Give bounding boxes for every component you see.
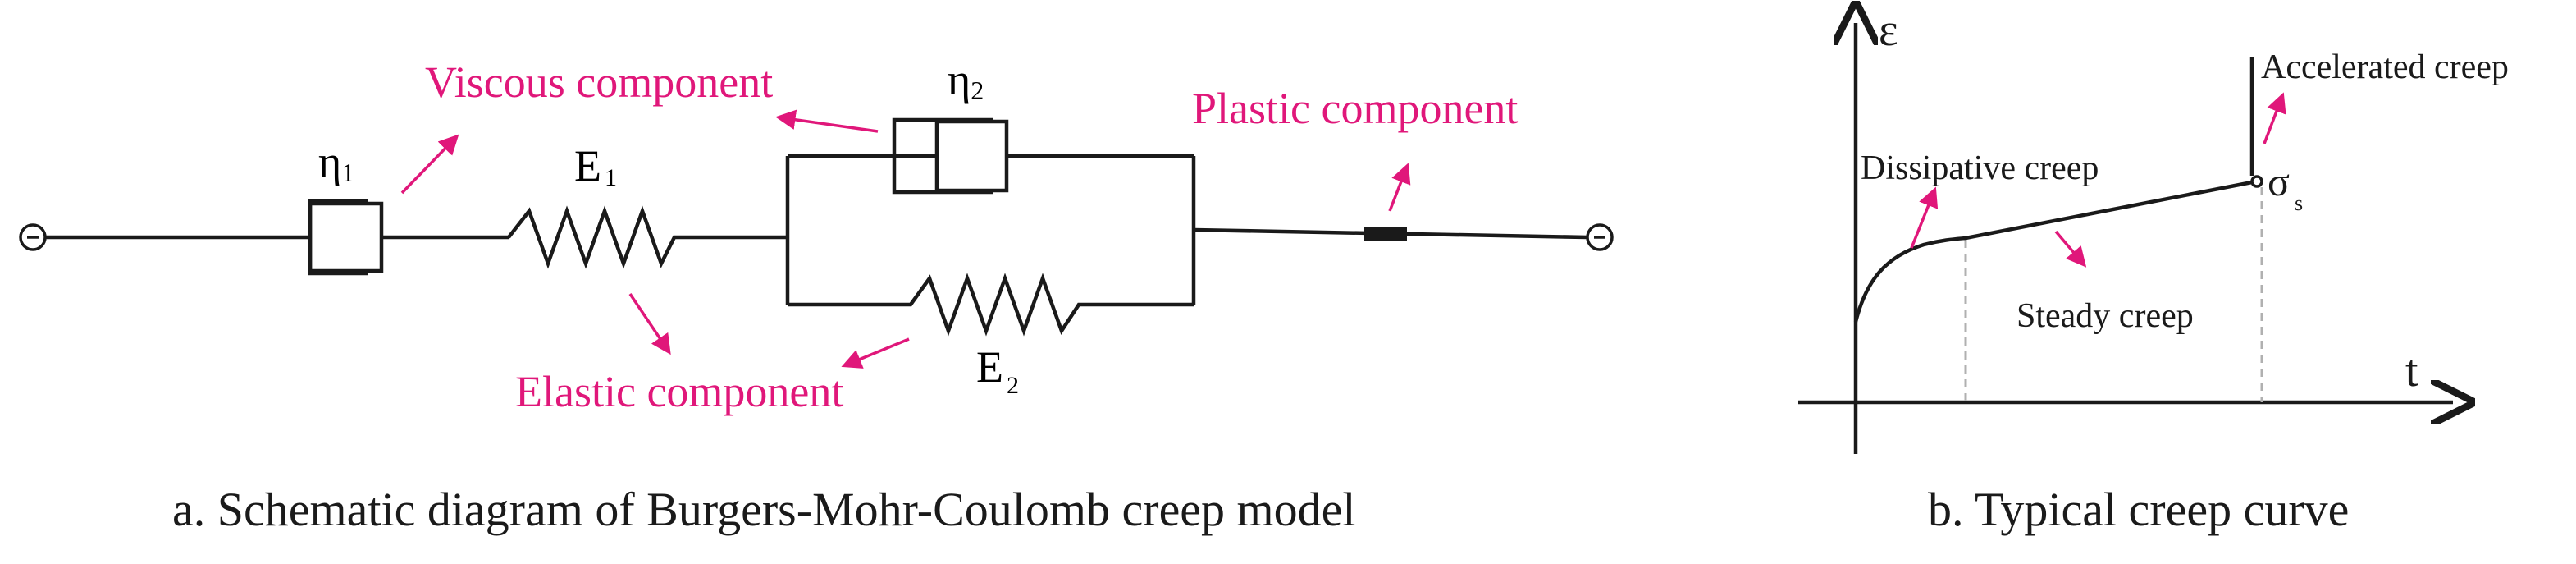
viscous-arrow-1: [400, 134, 459, 195]
accelerated-label: Accelerated creep: [2261, 48, 2509, 86]
caption-a: a. Schematic diagram of Burgers-Mohr-Cou…: [172, 483, 1356, 536]
plastic-label: Plastic component: [1192, 84, 1518, 133]
yield-point: [2250, 175, 2263, 188]
viscous-arrow-2: [775, 109, 879, 133]
accelerated-arrow: [2263, 92, 2286, 144]
steady-label: Steady creep: [2016, 297, 2194, 335]
eta2-symbol: η2: [948, 55, 984, 105]
y-axis-label: ε: [1879, 5, 1898, 56]
dissipative-arrow: [1910, 186, 1939, 249]
caption-b: b. Typical creep curve: [1928, 483, 2349, 536]
dissipative-label: Dissipative creep: [1861, 149, 2099, 187]
viscous-label: Viscous component: [425, 57, 773, 107]
dashpot-eta1: [308, 199, 509, 276]
x-axis-label: t: [2405, 346, 2418, 397]
spring-e1: [507, 205, 788, 269]
creep-curve: [1853, 180, 2253, 323]
dashpot-eta2: [892, 117, 1194, 195]
elastic-label: Elastic component: [515, 367, 843, 416]
elastic-arrow-2: [841, 337, 910, 369]
kelvin-block: [785, 117, 1196, 337]
panel-b-creep-curve: ε t Dissipative creep Steady creep Accel…: [1798, 5, 2509, 536]
elastic-arrow-1: [628, 293, 671, 355]
steady-arrow: [2054, 230, 2087, 268]
plastic-arrow: [1388, 163, 1411, 212]
eta1-symbol: η1: [318, 137, 354, 187]
spring-e2: [788, 273, 1194, 337]
plastic-slider: [1364, 227, 1407, 241]
